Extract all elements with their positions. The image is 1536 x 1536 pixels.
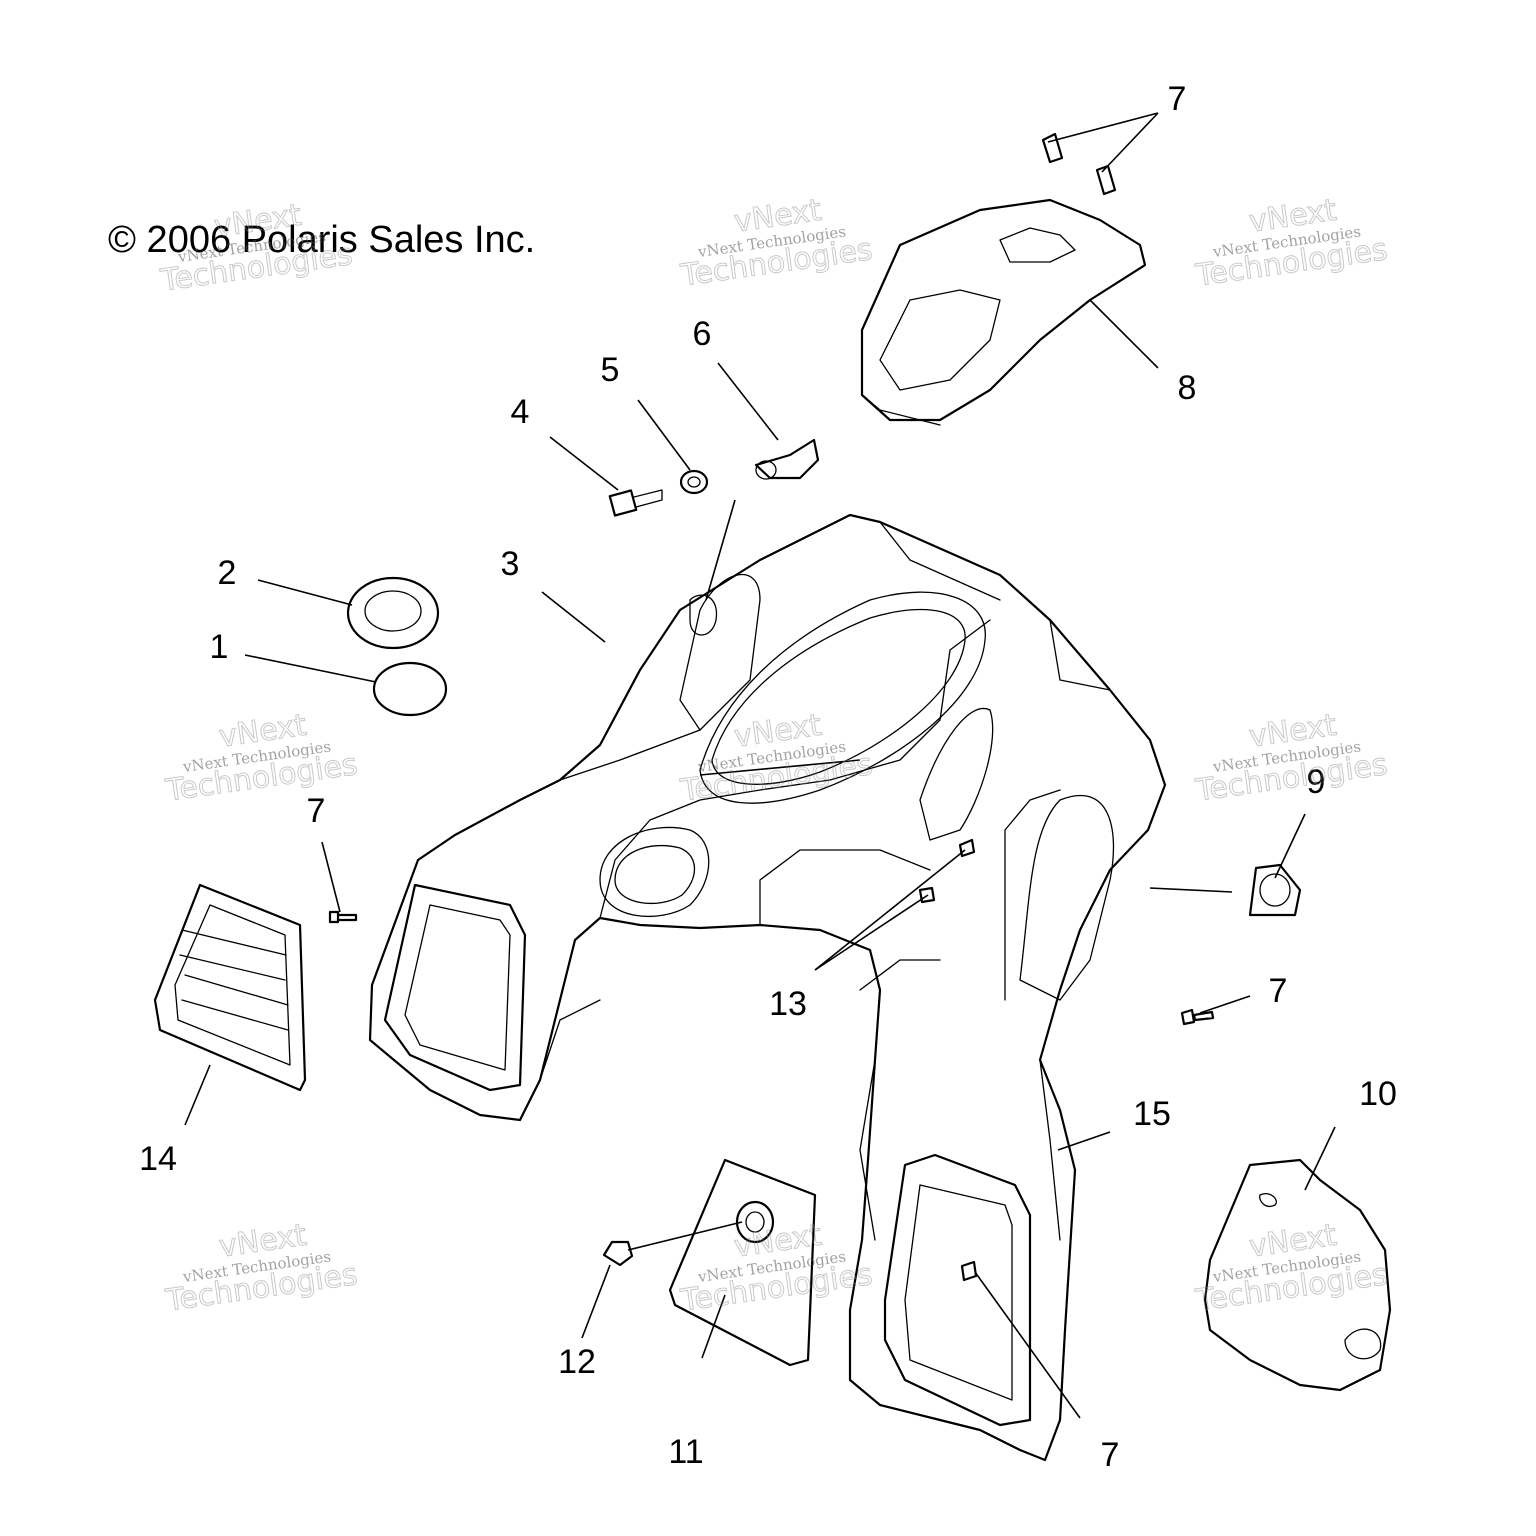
callout-2: 2 bbox=[218, 554, 237, 592]
copyright-text: © 2006 Polaris Sales Inc. bbox=[108, 219, 535, 261]
callout-15: 15 bbox=[1133, 1095, 1171, 1133]
callout-1: 1 bbox=[210, 628, 229, 666]
callout-7-left: 7 bbox=[307, 792, 326, 830]
callout-11: 11 bbox=[668, 1433, 703, 1471]
part-2-nut-ring bbox=[346, 576, 440, 650]
part-11-cover-plate bbox=[668, 1158, 817, 1367]
callouts: 7 8 6 5 4 2 3 1 7 9 13 7 10 15 14 12 11 … bbox=[139, 80, 1397, 1474]
callout-10: 10 bbox=[1359, 1075, 1397, 1113]
part-1-o-ring bbox=[372, 661, 448, 717]
leader-lines bbox=[184, 112, 1336, 1419]
callout-13: 13 bbox=[769, 985, 807, 1023]
callout-12: 12 bbox=[558, 1343, 596, 1381]
part-5-nut bbox=[679, 469, 709, 495]
callout-7-top: 7 bbox=[1168, 80, 1187, 118]
part-14-left-grille bbox=[153, 883, 307, 1092]
part-4-key bbox=[608, 489, 663, 517]
part-7-screws bbox=[328, 132, 1215, 1282]
callout-6: 6 bbox=[693, 315, 712, 353]
callout-14: 14 bbox=[139, 1140, 177, 1178]
callout-8: 8 bbox=[1178, 369, 1197, 407]
part-8-top-cover bbox=[860, 198, 1147, 426]
callout-9: 9 bbox=[1307, 763, 1326, 801]
part-12-knob bbox=[602, 1240, 634, 1267]
part-3-console-body bbox=[368, 513, 1167, 1462]
callout-7-right: 7 bbox=[1269, 972, 1288, 1010]
callout-5: 5 bbox=[601, 351, 620, 389]
part-9-bezel bbox=[1248, 863, 1302, 917]
callout-4: 4 bbox=[511, 393, 530, 431]
callout-3: 3 bbox=[501, 545, 520, 583]
callout-7-bottom: 7 bbox=[1101, 1436, 1120, 1474]
part-6-lock-cylinder bbox=[754, 438, 820, 480]
watermarks: vNext vNext Technologies Technologies vN… bbox=[157, 192, 1390, 1319]
part-10-right-pod bbox=[1203, 1158, 1392, 1392]
